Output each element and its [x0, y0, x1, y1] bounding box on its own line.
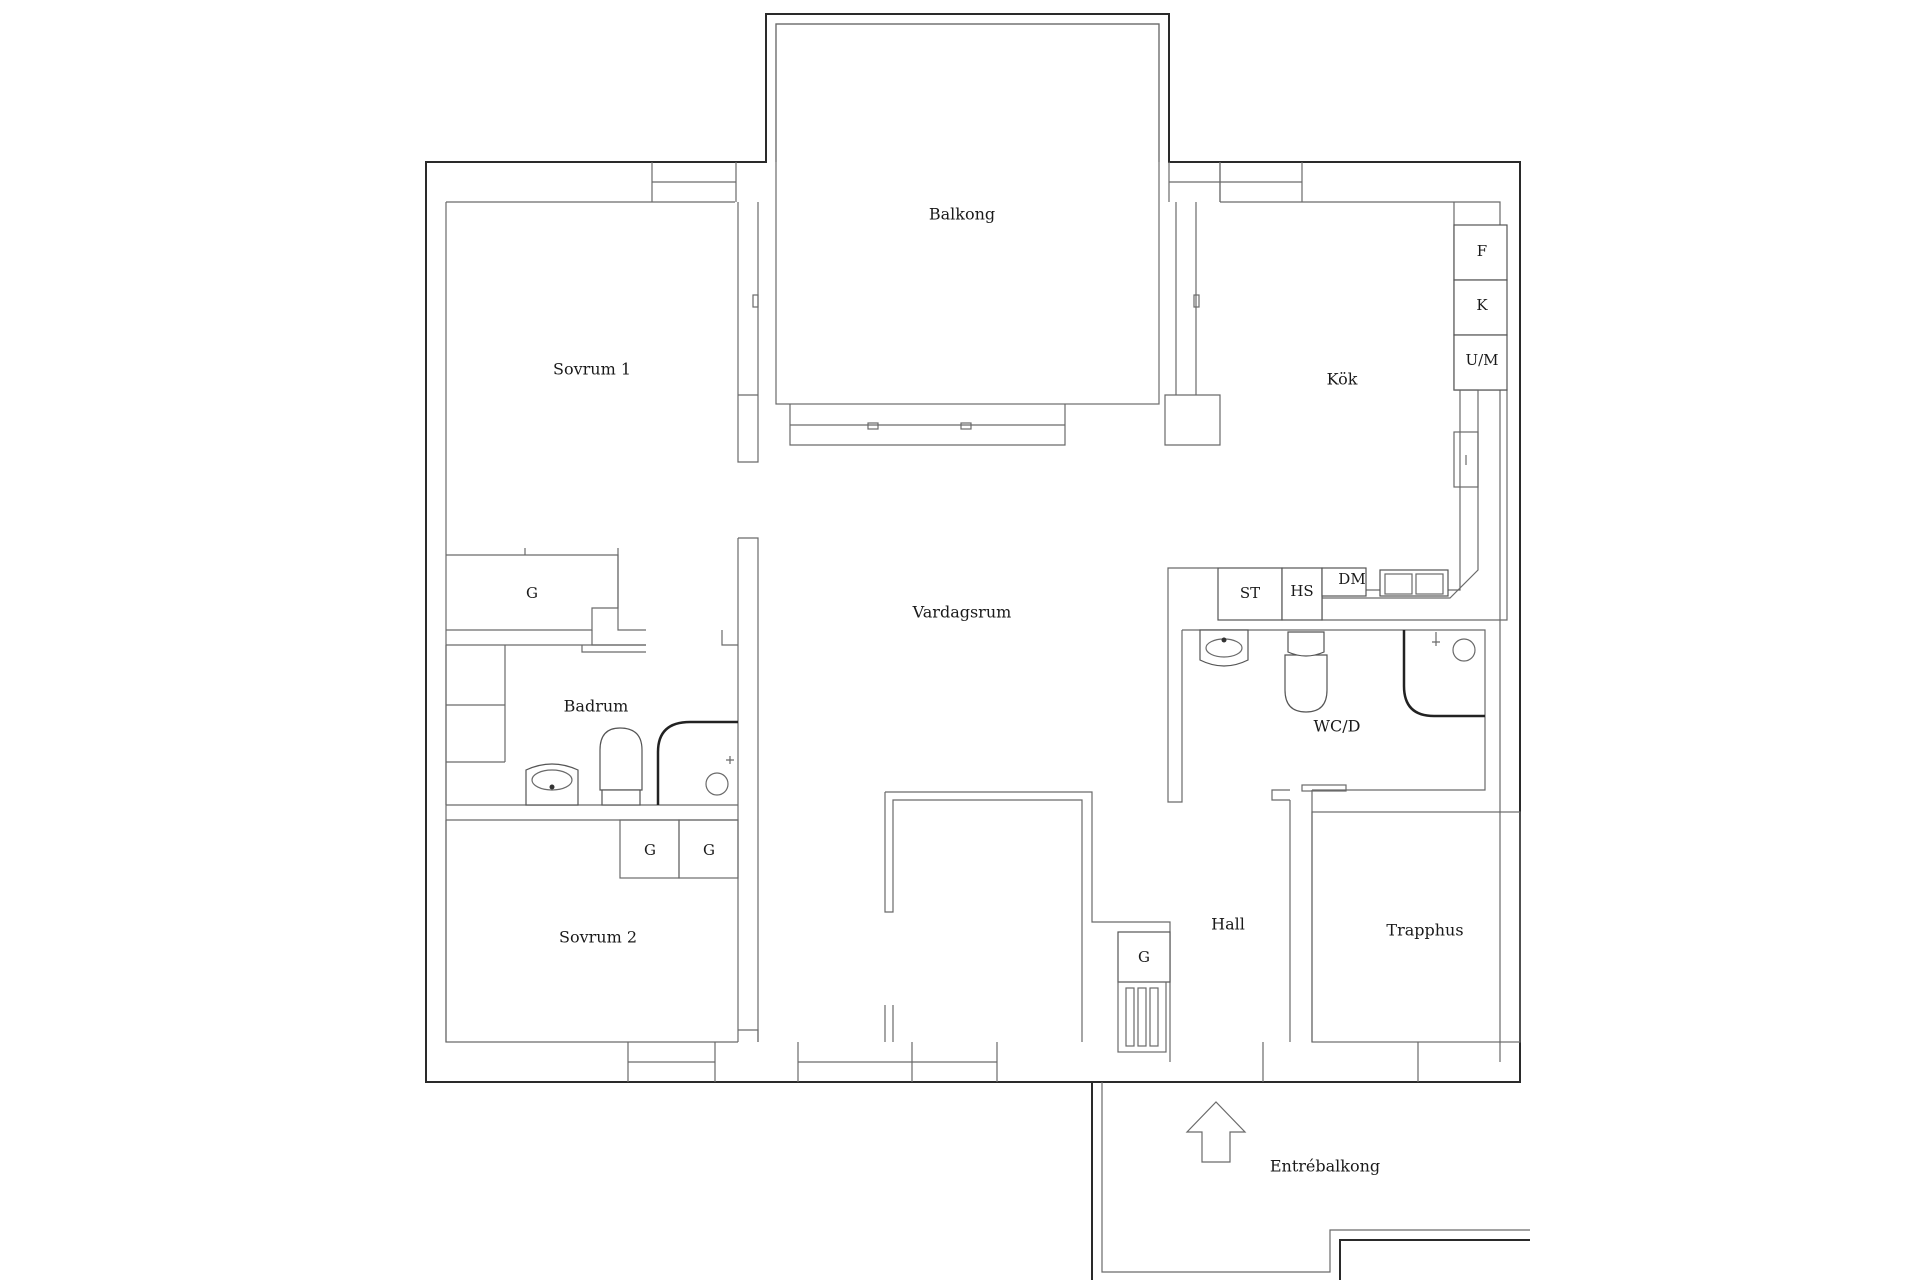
- room-label-balkong: Balkong: [929, 205, 995, 224]
- fixture-labels: F K U/M DM ST HS G G G G: [526, 242, 1499, 966]
- shower-icon: [656, 720, 738, 805]
- wc-room: [1181, 629, 1486, 1042]
- fixture-label-stove: ST: [1240, 584, 1260, 602]
- room-label-sovrum1: Sovrum 1: [553, 360, 631, 379]
- room-label-kok: Kök: [1327, 370, 1358, 389]
- outer-walls: [425, 13, 1521, 1083]
- fixture-label-fridge: F: [1477, 242, 1487, 260]
- room-label-vardagsrum: Vardagsrum: [912, 603, 1012, 622]
- wc-shower-icon: [1402, 630, 1485, 718]
- fixture-label-wardrobe-bedroom1: G: [526, 584, 538, 602]
- wc-toilet-icon: [1284, 654, 1328, 713]
- balcony: [651, 23, 1303, 463]
- hall-closet: [1117, 931, 1171, 1053]
- fixture-label-dishwasher: DM: [1338, 570, 1365, 588]
- room-label-badrum: Badrum: [564, 697, 629, 716]
- stairwell: [1289, 800, 1521, 1043]
- fixture-label-tall-cabinet: HS: [1290, 582, 1313, 600]
- room-label-hall: Hall: [1211, 915, 1245, 934]
- fixture-label-wardrobe-hall: G: [1138, 948, 1150, 966]
- room-label-sovrum2: Sovrum 2: [559, 928, 637, 947]
- wc-sink-icon: [1199, 629, 1249, 667]
- fixture-label-wardrobe-bedroom2-a: G: [644, 841, 656, 859]
- room-label-trapphus: Trapphus: [1386, 921, 1463, 940]
- entry-balcony: [1091, 1082, 1530, 1280]
- toilet-icon: [599, 727, 643, 791]
- entry-arrow-icon: [1185, 1101, 1247, 1163]
- kitchen: [1167, 202, 1508, 803]
- room-label-entrebalkong: Entrébalkong: [1270, 1157, 1380, 1176]
- bottom-windows: [627, 1042, 1419, 1082]
- fixture-label-wardrobe-bedroom2-b: G: [703, 841, 715, 859]
- room-labels: Balkong Sovrum 1 Kök Vardagsrum Badrum W…: [553, 205, 1464, 1176]
- bathroom-fixtures: [525, 720, 738, 806]
- fixture-label-cooler: K: [1476, 296, 1488, 314]
- bathroom-walls: [445, 537, 759, 1042]
- fixture-label-oven: U/M: [1465, 351, 1498, 369]
- room-label-wcd: WC/D: [1314, 717, 1361, 736]
- bedroom2-walls: [445, 819, 759, 1043]
- bedroom1-walls: [446, 548, 646, 646]
- living-room-walls: [884, 791, 1171, 1062]
- wc-fixtures: [1199, 629, 1485, 718]
